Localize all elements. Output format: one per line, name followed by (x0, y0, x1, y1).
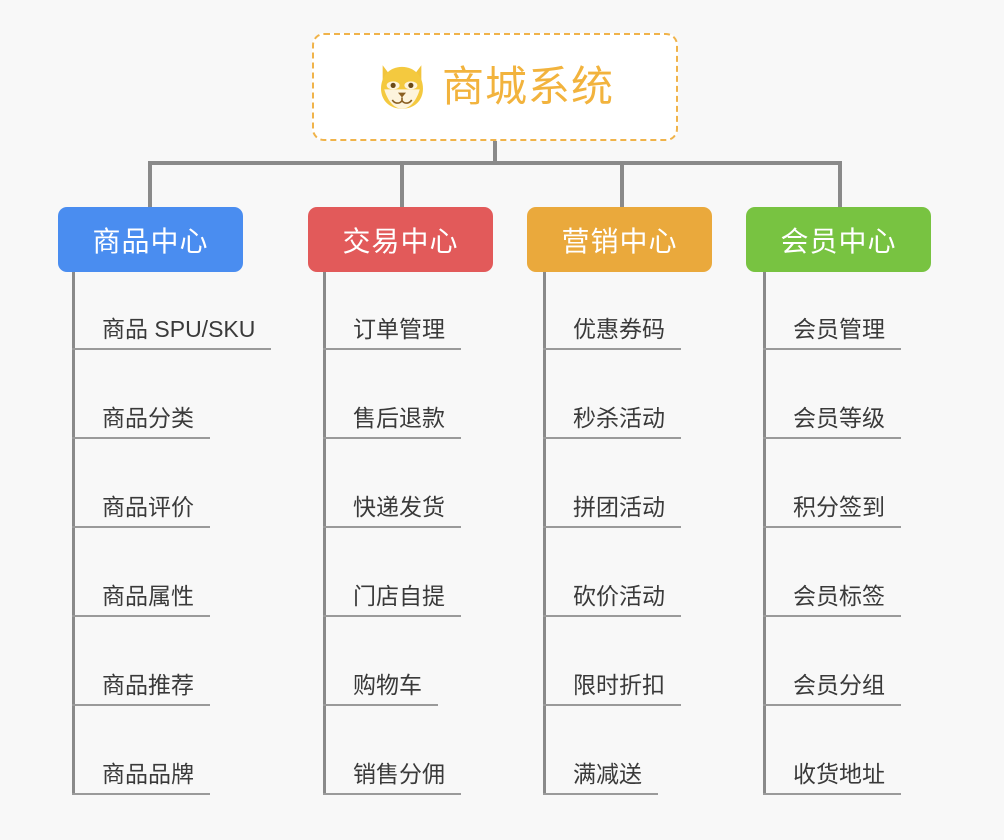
leaf-underline (763, 437, 901, 439)
category-label: 会员中心 (780, 225, 897, 257)
leaf-label: 积分签到 (793, 494, 885, 520)
leaf-underline (323, 437, 461, 439)
leaf-underline (543, 437, 681, 439)
leaf-underline (72, 526, 210, 528)
leaf-label: 商品评价 (102, 494, 194, 520)
leaf-label: 商品推荐 (102, 672, 194, 698)
leaf-underline (763, 793, 901, 795)
leaf-label: 砍价活动 (573, 583, 665, 609)
root-title: 商城系统 (441, 63, 614, 110)
branch-trunk-2 (323, 272, 326, 795)
category-box-2[interactable]: 交易中心 (308, 207, 493, 272)
category-box-1[interactable]: 商品中心 (58, 207, 243, 272)
leaf-label: 会员标签 (793, 583, 885, 609)
category-label: 营销中心 (561, 225, 678, 257)
leaf-label: 会员管理 (793, 316, 885, 342)
leaf-underline (72, 704, 210, 706)
leaf-label: 购物车 (353, 672, 422, 698)
connector-drop-1 (148, 161, 152, 207)
leaf-label: 商品属性 (102, 583, 194, 609)
connector-root-stem (493, 141, 497, 164)
connector-drop-4 (838, 161, 842, 207)
leaf-underline (323, 615, 461, 617)
leaf-underline (72, 348, 271, 350)
shiba-dog-face-icon (381, 65, 423, 109)
category-box-3[interactable]: 营销中心 (527, 207, 712, 272)
leaf-underline (323, 793, 461, 795)
branch-trunk-4 (763, 272, 766, 795)
leaf-underline (72, 437, 210, 439)
leaf-label: 快递发货 (353, 494, 445, 520)
leaf-label: 商品分类 (102, 405, 194, 431)
connector-drop-3 (620, 161, 624, 207)
leaf-underline (763, 615, 901, 617)
leaf-underline (323, 704, 438, 706)
leaf-underline (72, 793, 210, 795)
leaf-label: 售后退款 (353, 405, 445, 431)
leaf-label: 拼团活动 (573, 494, 665, 520)
connector-horizontal-bus (148, 161, 842, 165)
leaf-underline (543, 615, 681, 617)
category-box-4[interactable]: 会员中心 (746, 207, 931, 272)
category-label: 交易中心 (342, 225, 459, 257)
root-node[interactable]: 商城系统 (312, 33, 678, 141)
leaf-underline (543, 793, 658, 795)
leaf-underline (763, 348, 901, 350)
leaf-underline (543, 526, 681, 528)
category-label: 商品中心 (92, 225, 209, 257)
leaf-label: 收货地址 (793, 761, 885, 787)
leaf-label: 商品品牌 (102, 761, 194, 787)
leaf-underline (763, 704, 901, 706)
leaf-underline (323, 526, 461, 528)
leaf-underline (323, 348, 461, 350)
leaf-label: 秒杀活动 (573, 405, 665, 431)
branch-trunk-3 (543, 272, 546, 795)
leaf-underline (543, 348, 681, 350)
leaf-underline (72, 615, 210, 617)
leaf-label: 销售分佣 (353, 761, 445, 787)
leaf-label: 优惠券码 (573, 316, 665, 342)
leaf-label: 订单管理 (353, 316, 445, 342)
leaf-label: 商品 SPU/SKU (102, 316, 256, 342)
leaf-label: 门店自提 (353, 583, 445, 609)
leaf-underline (543, 704, 681, 706)
leaf-label: 限时折扣 (573, 672, 665, 698)
leaf-label: 会员分组 (793, 672, 885, 698)
connector-drop-2 (400, 161, 404, 207)
leaf-underline (763, 526, 901, 528)
branch-trunk-1 (72, 272, 75, 795)
leaf-label: 满减送 (573, 761, 642, 787)
leaf-label: 会员等级 (793, 405, 885, 431)
